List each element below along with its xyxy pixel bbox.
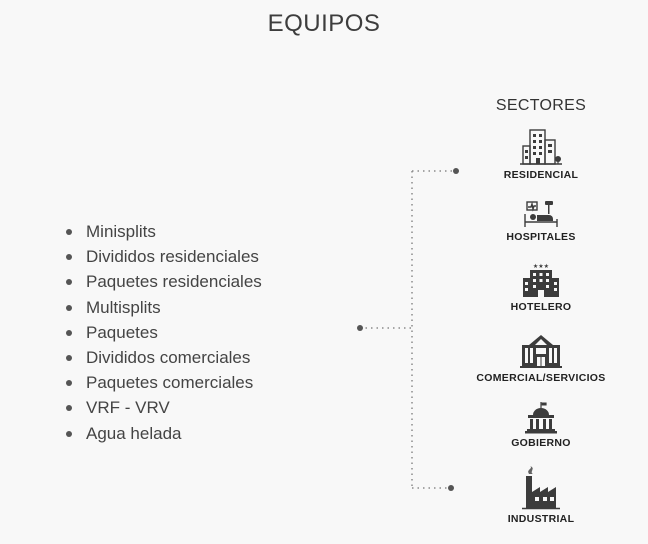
list-item: Paquetes residenciales [66,271,262,296]
sector-label: HOTELERO [510,301,572,313]
sector-label: INDUSTRIAL [507,513,575,525]
connector-top-dot [453,168,459,174]
list-item: VRF - VRV [66,397,262,422]
sector-gobierno: GOBIERNO [461,402,621,449]
list-item-label: Divididos comerciales [86,347,251,367]
list-item-label: Multisplits [86,297,161,317]
list-item-label: VRF - VRV [86,398,170,418]
list-item: Multisplits [66,297,262,322]
apartment-building-icon [520,129,562,165]
list-item: Agua helada [66,423,262,448]
sector-industrial: INDUSTRIAL [461,466,621,525]
list-item-label: Paquetes [86,322,158,342]
list-item-label: Paquetes residenciales [86,272,262,292]
sector-label: GOBIERNO [511,437,571,449]
svg-text:★★★: ★★★ [533,263,549,270]
list-item: Minisplits [66,221,262,246]
equipment-list: Minisplits Divididos residenciales Paque… [66,221,262,448]
page-title: EQUIPOS [267,10,381,37]
sectors-heading: SECTORES [495,97,587,114]
connector-origin-dot [357,325,363,331]
connector-bottom-dot [448,485,454,491]
list-item: Paquetes comerciales [66,372,262,397]
list-item: Divididos residenciales [66,246,262,271]
government-building-icon [525,402,557,434]
list-item-label: Minisplits [86,222,156,241]
sector-hospitales: HOSPITALES [461,200,621,243]
list-item: Paquetes [66,322,262,347]
sector-label: RESIDENCIAL [503,169,579,181]
list-item-label: Divididos residenciales [86,247,259,267]
shopping-mall-icon [520,335,562,368]
list-item-label: Agua helada [86,423,182,443]
sector-residencial: RESIDENCIAL [461,128,621,181]
sector-label: COMERCIAL/SERVICIOS [476,372,606,384]
hospital-bed-icon [524,201,558,227]
list-item-label: Paquetes comerciales [86,373,254,393]
list-item: Divididos comerciales [66,347,262,372]
hotel-icon: ★★★ [523,263,559,297]
sector-hotelero: ★★★ HOTELERO [461,262,621,313]
sector-label: HOSPITALES [506,231,576,243]
factory-icon [522,466,560,510]
sector-comercial-servicios: COMERCIAL/SERVICIOS [461,333,621,384]
